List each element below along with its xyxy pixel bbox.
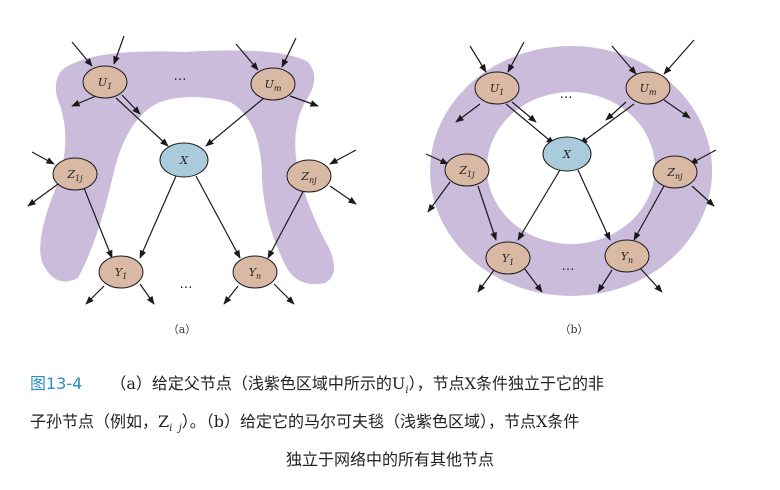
bottom-ellipsis-b: … <box>562 259 575 274</box>
svg-text:X: X <box>179 154 189 167</box>
caption-text-1a: （a）给定父节点（浅紫色区域中所示的U <box>110 374 406 393</box>
panel-label-b: （b） <box>559 323 588 336</box>
caption-line-3: 独立于网络中的所有其他节点 <box>30 444 750 475</box>
panel-a: U1 Um … X Z1j Znj Y1 Yn … （a） <box>27 35 357 336</box>
svg-text:Y1: Y1 <box>502 252 514 267</box>
svg-text:Um: Um <box>640 82 657 97</box>
panel-label-a: （a） <box>168 323 197 336</box>
figure-number: 图13-4 <box>30 374 83 393</box>
svg-text:Y1: Y1 <box>115 266 127 281</box>
figure-caption: 图13-4 （a）给定父节点（浅紫色区域中所示的Ui），节点X条件独立于它的非 子… <box>30 368 750 475</box>
node-yn-b: Yn <box>604 239 650 273</box>
node-x-a: X <box>159 142 209 178</box>
svg-text:Znj: Znj <box>300 170 317 185</box>
node-yn-a: Yn <box>232 255 278 289</box>
node-znj-b: Znj <box>652 155 698 189</box>
svg-text:U1: U1 <box>490 82 504 97</box>
svg-text:Yn: Yn <box>249 266 261 281</box>
edges-b <box>425 39 717 293</box>
svg-text:Znj: Znj <box>666 166 683 181</box>
panel-b: U1 Um … X Z1j Znj Y1 Yn … （b） <box>425 39 717 336</box>
svg-text:X: X <box>562 148 572 161</box>
markov-blanket-region-b <box>430 46 713 296</box>
bayes-net-figure: U1 Um … X Z1j Znj Y1 Yn … （a） <box>27 35 717 336</box>
node-znj-a: Znj <box>286 159 332 193</box>
caption-sub-1: i <box>405 385 409 397</box>
node-um-a: Um <box>250 67 296 101</box>
svg-text:U1: U1 <box>98 76 112 91</box>
svg-text:Z1j: Z1j <box>458 164 475 179</box>
parents-region-a <box>40 50 335 285</box>
node-z1j-b: Z1j <box>444 153 490 187</box>
node-y1-a: Y1 <box>98 255 144 289</box>
top-ellipsis-b: … <box>560 87 573 102</box>
node-u1-a: U1 <box>82 65 128 99</box>
caption-text-3: 独立于网络中的所有其他节点 <box>285 450 494 470</box>
bottom-ellipsis-a: … <box>180 277 193 292</box>
node-x-b: X <box>542 136 592 172</box>
caption-sub-2: i j <box>169 423 182 435</box>
edges-a <box>27 35 357 305</box>
caption-text-1b: ），节点X条件独立于它的非 <box>408 374 604 393</box>
node-u1-b: U1 <box>474 71 520 105</box>
caption-text-2a: 子孙节点（例如，Z <box>30 412 170 432</box>
caption-line-1: 图13-4 （a）给定父节点（浅紫色区域中所示的Ui），节点X条件独立于它的非 <box>30 368 750 406</box>
caption-line-2: 子孙节点（例如，Zi j）。（b）给定它的马尔可夫毯（浅紫色区域），节点X条件 <box>30 406 750 444</box>
node-z1j-a: Z1j <box>52 157 98 191</box>
svg-text:Z1j: Z1j <box>66 168 83 183</box>
svg-text:Um: Um <box>265 78 282 93</box>
top-ellipsis-a: … <box>174 69 187 84</box>
node-um-b: Um <box>625 71 671 105</box>
svg-text:Yn: Yn <box>621 250 633 265</box>
caption-text-2b: ）。（b）给定它的马尔可夫毯（浅紫色区域），节点X条件 <box>181 412 580 432</box>
node-y1-b: Y1 <box>485 241 531 275</box>
